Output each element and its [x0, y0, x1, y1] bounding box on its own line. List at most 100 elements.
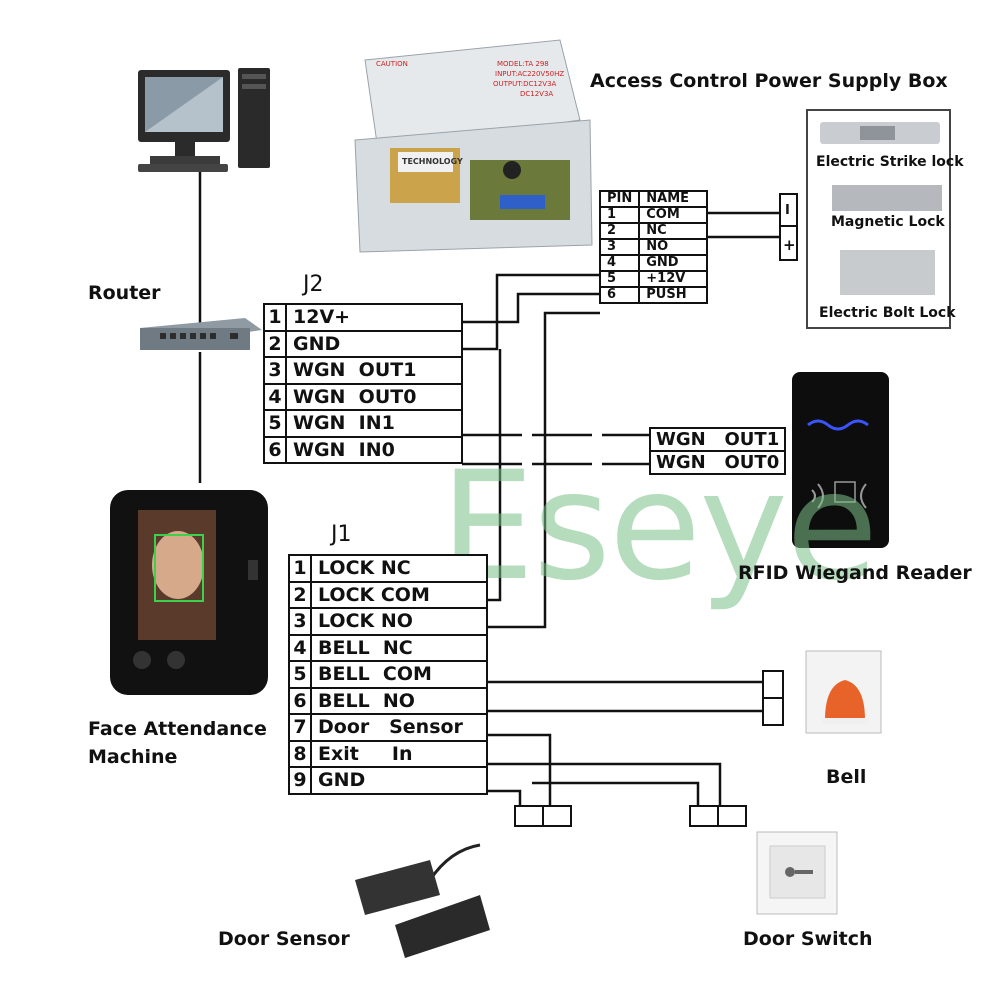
face-machine-label-line2: Machine [88, 746, 178, 768]
bell-icon [805, 650, 882, 734]
wiegand-terminal-table: WGN OUT1 WGN OUT0 [648, 427, 787, 475]
wire-exit-in [487, 762, 722, 806]
pin-number: 2 [288, 580, 312, 609]
pin-number: 4 [598, 254, 641, 272]
pin-number: 1 [263, 303, 287, 332]
pin-name: BELL COM [310, 660, 488, 689]
psu-output2-text: DC12V3A [520, 90, 554, 98]
computer-icon [138, 68, 270, 172]
pin-name: NO [638, 238, 709, 256]
pin-header: PIN [598, 190, 641, 208]
pin-name: PUSH [638, 286, 709, 304]
table-row: 5+12V [598, 270, 709, 288]
pin-name: LOCK COM [310, 580, 488, 609]
pin-number: 6 [598, 286, 641, 304]
pin-number: 5 [263, 409, 287, 438]
wire-door-sensor [487, 733, 552, 806]
rfid-label: RFID Wiegand Reader [738, 562, 972, 584]
pin-name: BELL NO [310, 686, 488, 715]
pin-name: NC [638, 222, 709, 240]
lock-plus-label: + [783, 236, 796, 254]
pin-number: 5 [598, 270, 641, 288]
pin-number: 2 [598, 222, 641, 240]
door-sensor-icon [355, 843, 490, 958]
table-row: WGN OUT0 [648, 450, 787, 475]
wire-gnd-j1 [487, 789, 522, 806]
pin-number: 3 [263, 356, 287, 385]
wiegand-pin-name: WGN OUT1 [648, 427, 787, 452]
door-switch-icon [756, 831, 838, 915]
pin-name: Exit In [310, 739, 488, 768]
wire-lock-com [487, 349, 502, 602]
pin-number: 9 [288, 766, 312, 795]
psu-input-text: INPUT:AC220V50HZ [495, 70, 565, 78]
pin-name: WGN OUT0 [285, 382, 463, 411]
psu-model-text: MODEL:TA 298 [497, 60, 549, 68]
j1-title: J1 [331, 522, 352, 547]
pin-number: 1 [288, 554, 312, 583]
pin-name: WGN IN0 [285, 435, 463, 464]
wire-gnd-switch [532, 781, 700, 806]
wiegand-pin-name: WGN OUT0 [648, 450, 787, 475]
pin-name: +12V [638, 270, 709, 288]
door-switch-label: Door Switch [743, 928, 873, 950]
table-row: WGN OUT1 [648, 427, 787, 452]
wire-gnd [462, 273, 600, 351]
pin-name: COM [638, 206, 709, 224]
pin-name: WGN OUT1 [285, 356, 463, 385]
router-label: Router [88, 282, 161, 304]
power-supply-label: Access Control Power Supply Box [590, 70, 948, 92]
pin-number: 3 [288, 607, 312, 636]
pin-number: 1 [598, 206, 641, 224]
wire-12v [462, 292, 600, 324]
pin-name: GND [310, 766, 488, 795]
psu-output-text: OUTPUT:DC12V3A [493, 80, 557, 88]
pin-number: 2 [263, 329, 287, 358]
pin-number: 4 [263, 382, 287, 411]
power-supply-box-icon [354, 39, 593, 253]
pin-name: 12V+ [285, 303, 463, 332]
pin-number: 7 [288, 713, 312, 742]
psu-transformer-text: TECHNOLOGY [402, 157, 463, 166]
pin-name: LOCK NO [310, 607, 488, 636]
name-header: NAME [638, 190, 709, 208]
bell-label: Bell [826, 766, 867, 788]
j2-title: J2 [303, 272, 324, 297]
lock-panel [806, 109, 951, 329]
face-machine-label-line1: Face Attendance [88, 718, 267, 740]
pin-number: 4 [288, 633, 312, 662]
face-machine-icon [110, 490, 268, 695]
strike-lock-label: Electric Strike lock [816, 154, 964, 170]
pin-number: 6 [263, 435, 287, 464]
rfid-reader-icon [792, 372, 889, 548]
pin-number: 6 [288, 686, 312, 715]
pin-name: BELL NC [310, 633, 488, 662]
magnetic-lock-label: Magnetic Lock [831, 214, 945, 230]
bolt-lock-label: Electric Bolt Lock [819, 305, 956, 321]
door-sensor-label: Door Sensor [218, 928, 350, 950]
pin-name: GND [638, 254, 709, 272]
